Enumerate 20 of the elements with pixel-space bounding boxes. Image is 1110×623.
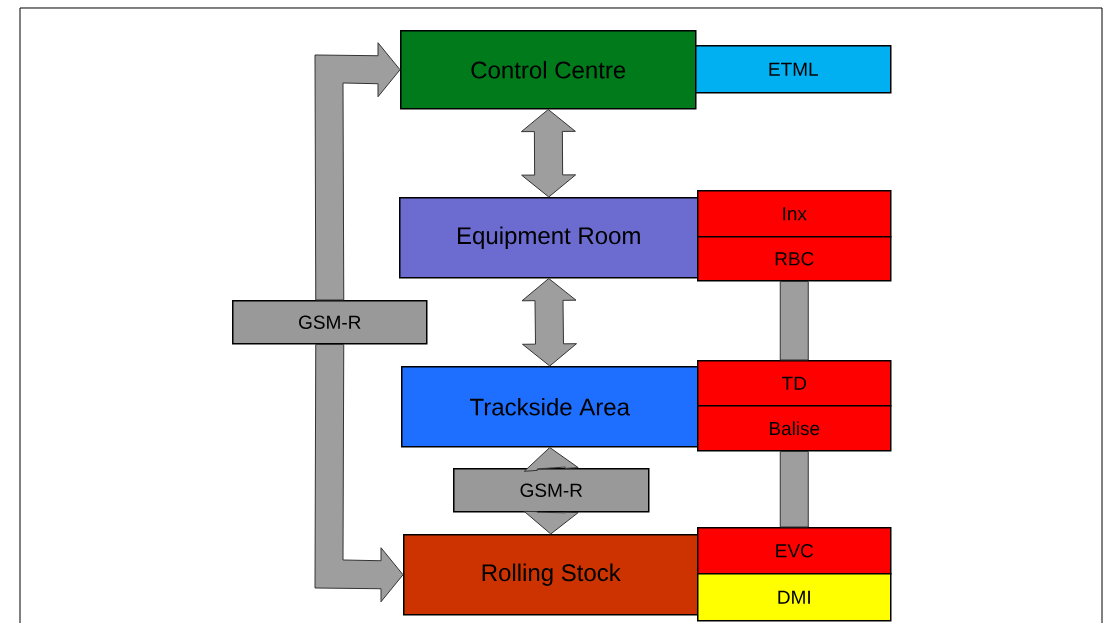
block-arrow (520, 109, 577, 198)
system-box: Control Centre (400, 30, 697, 110)
connector-bar (779, 281, 809, 361)
system-box: Equipment Room (399, 197, 699, 279)
block-arrow (314, 42, 401, 301)
network-box: GSM-R (232, 300, 428, 345)
component-box: EVC (697, 527, 892, 575)
network-box: GSM-R (453, 468, 650, 513)
component-box: ETML (695, 45, 892, 94)
system-box: Rolling Stock (403, 534, 699, 616)
component-box: DMI (697, 573, 892, 622)
block-arrow (523, 510, 579, 535)
component-box: Inx (697, 190, 892, 238)
component-box: TD (697, 360, 892, 407)
system-box: Trackside Area (401, 366, 699, 448)
block-arrow (314, 344, 404, 603)
connector-bar (779, 451, 809, 528)
component-box: RBC (697, 236, 892, 282)
block-arrow (521, 278, 577, 367)
component-box: Balise (697, 405, 892, 452)
